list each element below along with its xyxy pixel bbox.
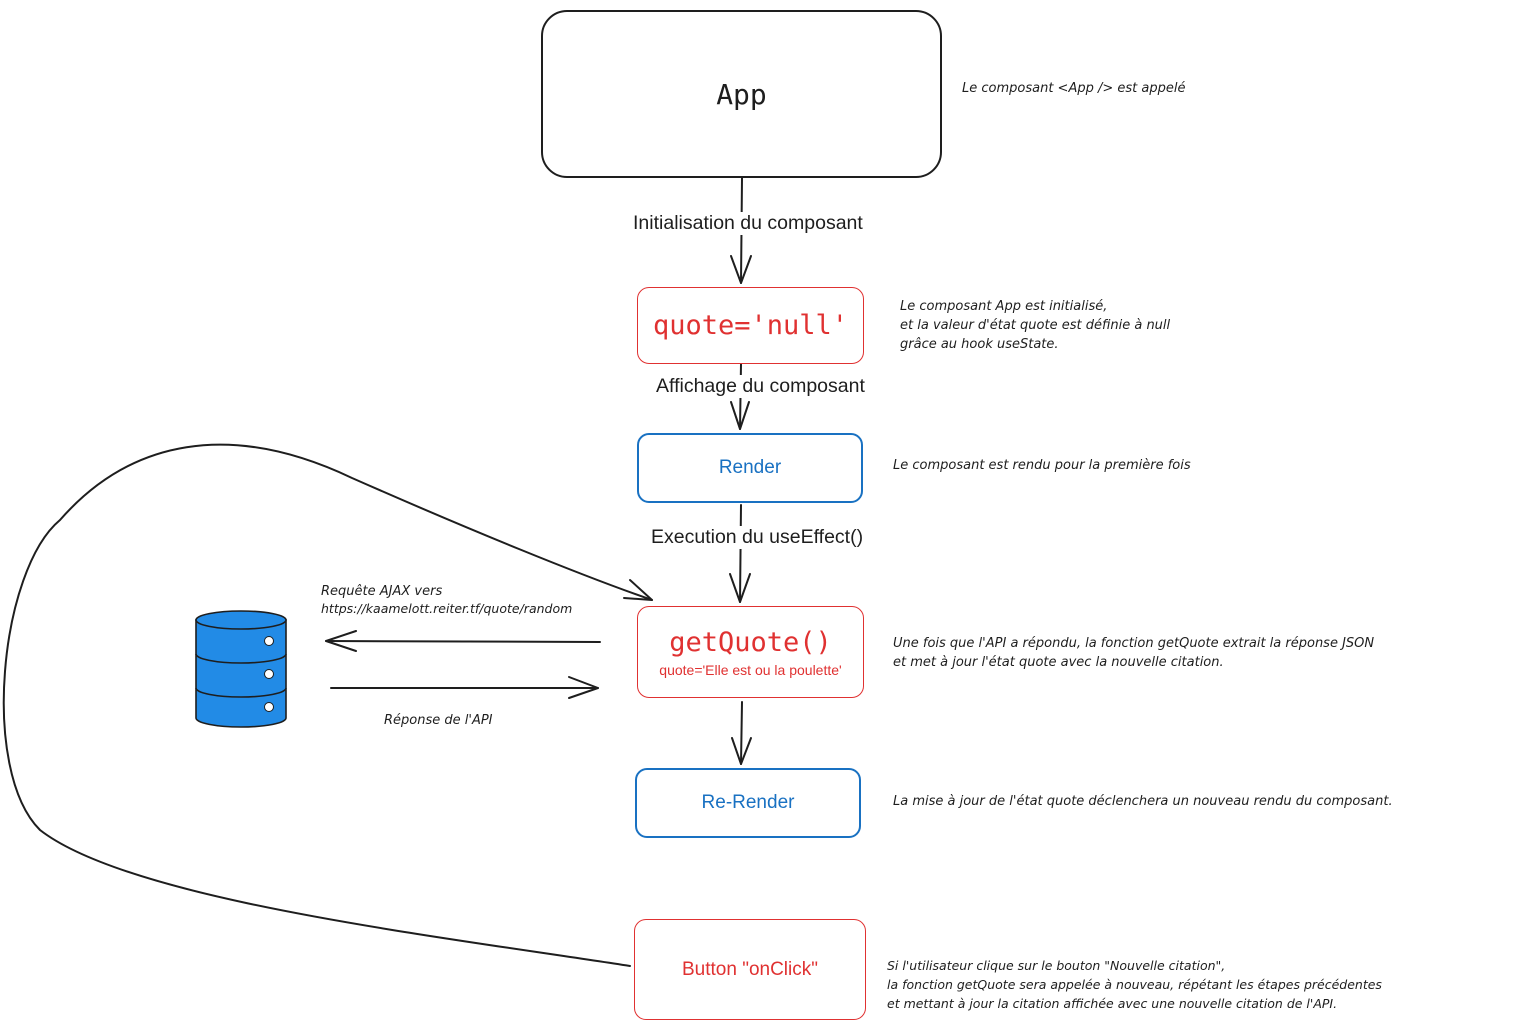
- edge-label-execute: Execution du useEffect(): [649, 526, 866, 549]
- loop-arrow: [2, 443, 653, 967]
- arrowhead-request: [325, 630, 357, 652]
- edge-label-display: Affichage du composant: [654, 375, 867, 398]
- arrowhead-quote-to-render: [730, 401, 750, 430]
- arrowhead-app-to-quote: [730, 255, 752, 284]
- request-label-line1: Requête AJAX vers: [321, 584, 443, 599]
- render-node: Render: [637, 433, 863, 503]
- arrowhead-render-to-getquote: [729, 573, 751, 603]
- loop-arrowhead: [623, 579, 653, 601]
- button-node: Button "onClick": [634, 919, 866, 1020]
- app-node: App: [541, 10, 942, 178]
- arrow-getquote-to-rerender: [740, 701, 743, 765]
- app-node-label: App: [716, 77, 767, 111]
- request-label-line2: https://kaamelott.reiter.tf/quote/random: [321, 601, 573, 616]
- note-button: Si l'utilisateur clique sur le bouton "N…: [887, 958, 1382, 1011]
- edge-label-init: Initialisation du composant: [631, 212, 865, 235]
- database-icon: [195, 610, 287, 728]
- note-app: Le composant <App /> est appelé: [962, 81, 1186, 96]
- arrow-request: [325, 640, 601, 643]
- note-getquote: Une fois que l'API a répondu, la fonctio…: [893, 636, 1375, 670]
- button-label: Button "onClick": [682, 958, 818, 980]
- note-render: Le composant est rendu pour la première …: [893, 458, 1191, 473]
- arrowhead-response: [568, 676, 599, 699]
- note-rerender: La mise à jour de l'état quote déclenche…: [893, 794, 1393, 809]
- rerender-label: Re-Render: [701, 792, 795, 813]
- getquote-sublabel: quote='Elle est ou la poulette': [659, 661, 842, 678]
- arrowhead-getquote-to-rerender: [731, 737, 752, 765]
- getquote-node: getQuote() quote='Elle est ou la poulett…: [637, 606, 864, 698]
- note-quote-init: Le composant App est initialisé, et la v…: [900, 299, 1171, 352]
- getquote-label: getQuote(): [669, 626, 832, 658]
- arrow-render-to-getquote: [739, 504, 742, 603]
- response-label: Réponse de l'API: [384, 713, 493, 728]
- quote-init-node: quote='null': [637, 287, 864, 364]
- render-label: Render: [718, 457, 782, 478]
- quote-init-label: quote='null': [652, 310, 849, 341]
- rerender-node: Re-Render: [635, 768, 861, 838]
